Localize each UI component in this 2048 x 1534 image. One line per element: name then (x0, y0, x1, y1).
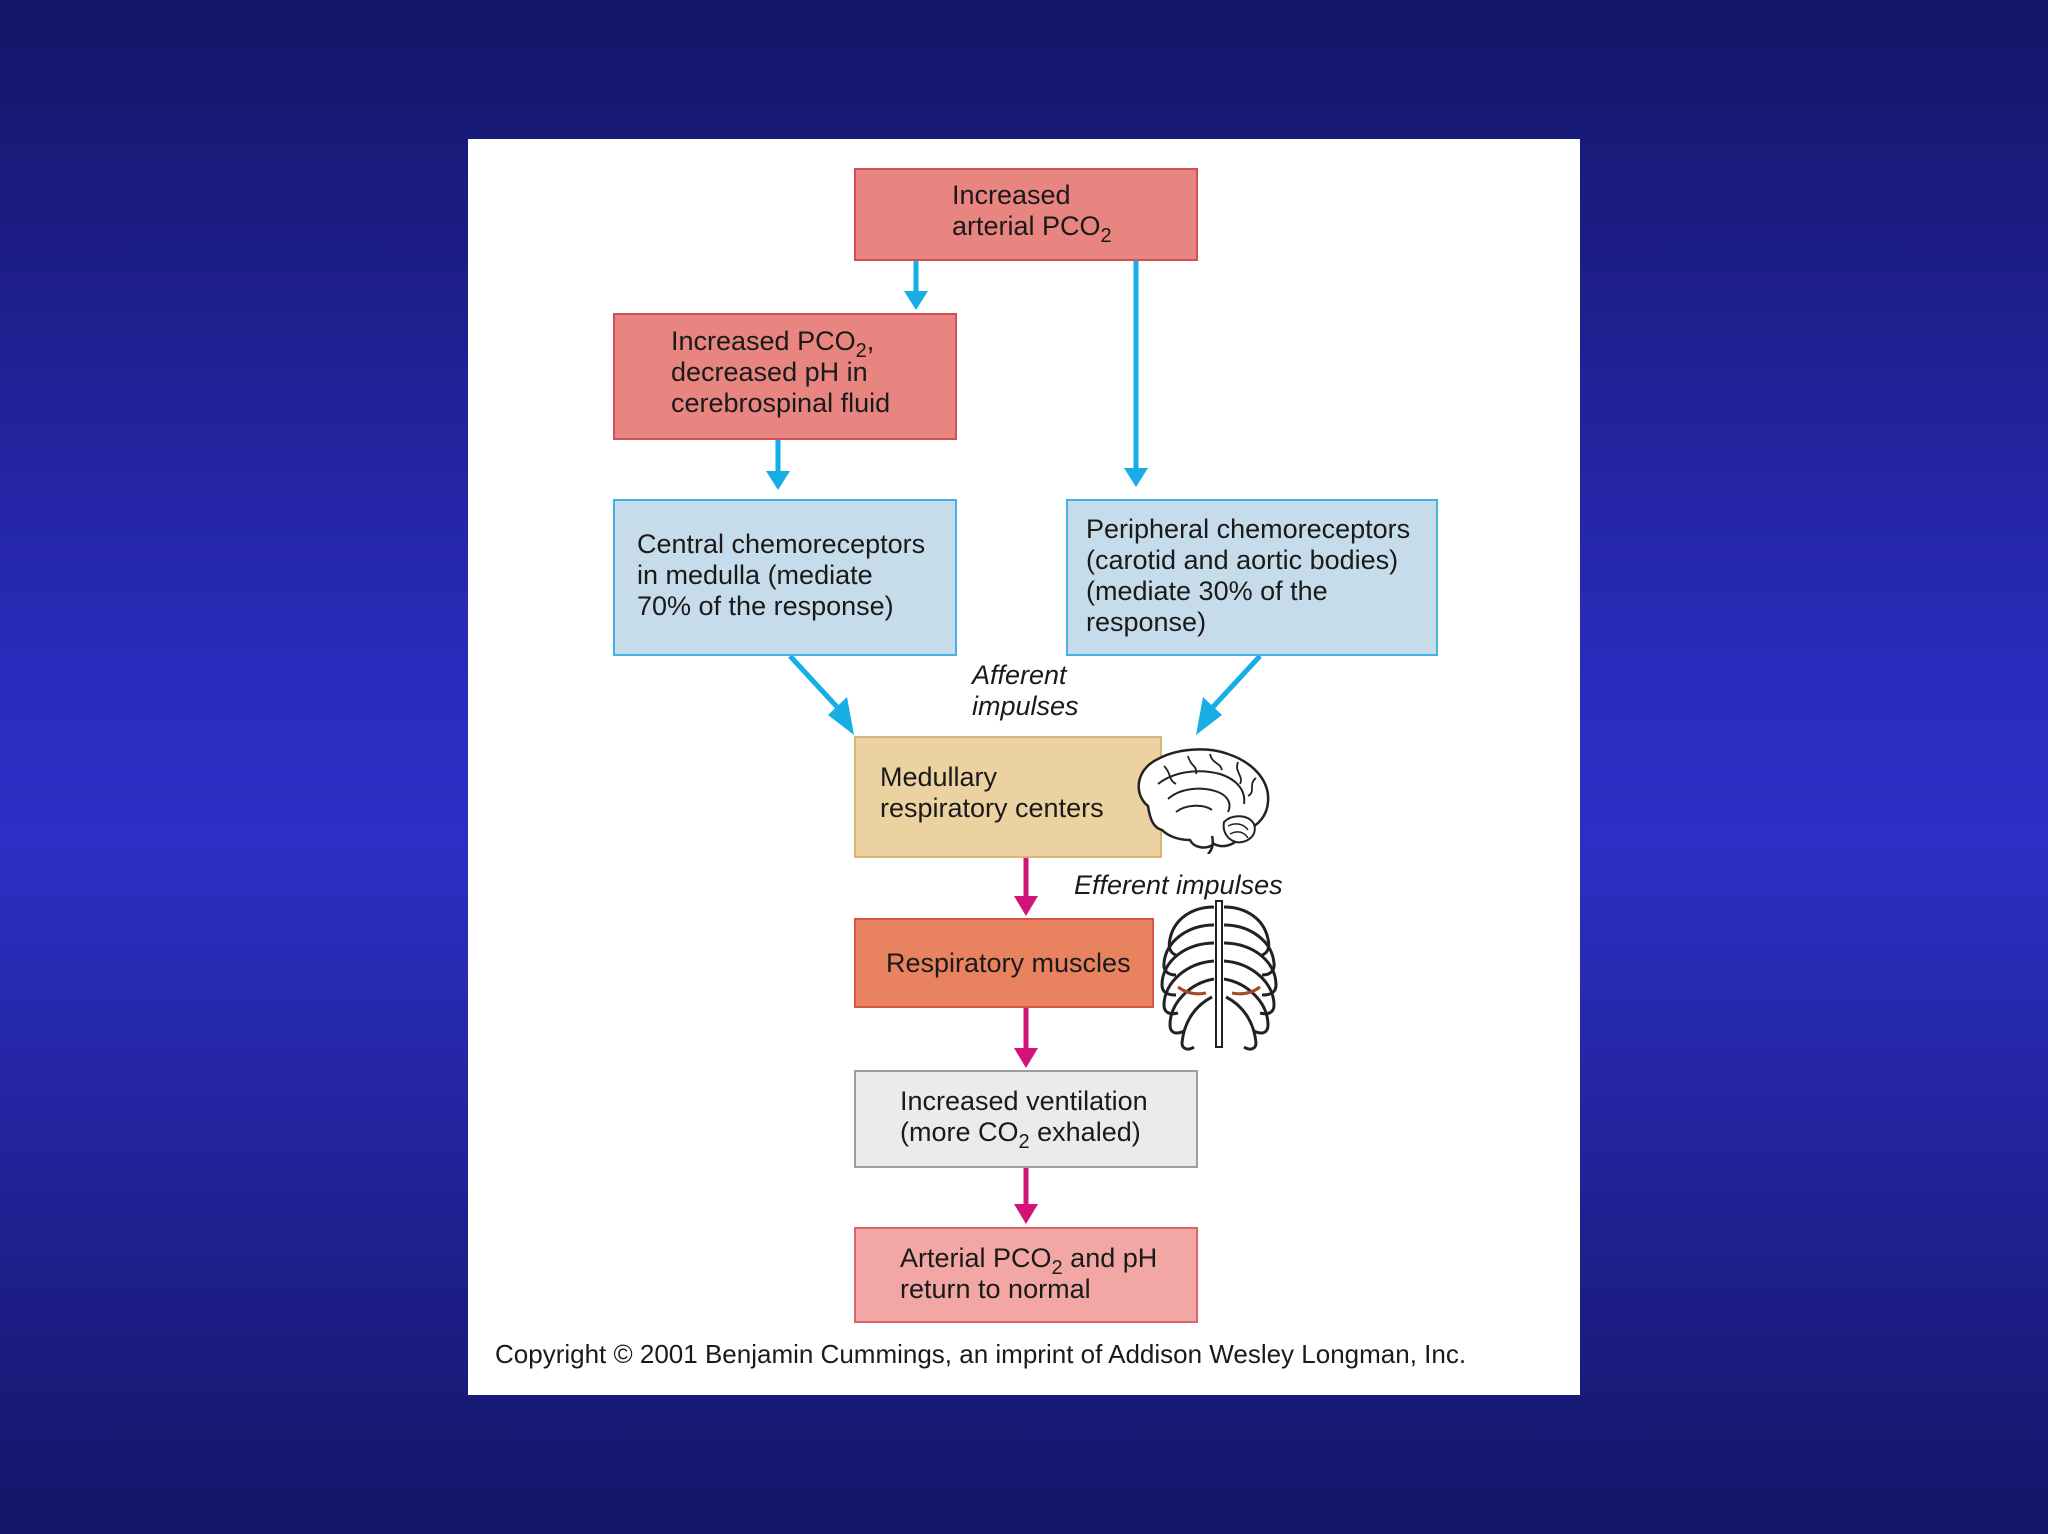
box-text-line: in medulla (mediate (637, 560, 873, 590)
ribcage-icon (1160, 900, 1278, 1051)
copyright-notice: Copyright © 2001 Benjamin Cummings, an i… (495, 1339, 1467, 1369)
box-text-line: Increased ventilation (900, 1086, 1148, 1116)
box-medullary-respiratory-centers: Medullary respiratory centers (854, 736, 1162, 858)
box-text-line: (more CO2 exhaled) (900, 1117, 1141, 1153)
box-return-to-normal: Arterial PCO2 and pH return to normal (854, 1227, 1198, 1323)
box-text-line: (mediate 30% of the (1086, 576, 1328, 606)
box-text-line: Medullary (880, 762, 998, 792)
box-text-line: 70% of the response) (637, 591, 894, 621)
box-central-chemoreceptors: Central chemoreceptors in medulla (media… (613, 499, 957, 656)
box-increased-arterial-pco2: Increased arterial PCO2 (854, 168, 1198, 261)
arrow-peripheral-to-medullary (1210, 654, 1262, 710)
box-text-line: return to normal (900, 1274, 1091, 1304)
box-text-line: (carotid and aortic bodies) (1086, 545, 1399, 575)
box-text-line: Central chemoreceptors (637, 529, 926, 559)
box-text-line: Increased (952, 180, 1071, 210)
box-text-line: decreased pH in (671, 357, 868, 387)
label-line: Afferent (972, 660, 1067, 690)
arrow-central-to-medullary (788, 654, 840, 710)
box-peripheral-chemoreceptors: Peripheral chemoreceptors (carotid and a… (1066, 499, 1438, 656)
box-csf-change: Increased PCO2, decreased pH in cerebros… (613, 313, 957, 440)
box-text-line: arterial PCO2 (952, 211, 1112, 247)
afferent-impulses-label: Afferent impulses (972, 660, 1079, 722)
box-increased-ventilation: Increased ventilation (more CO2 exhaled) (854, 1070, 1198, 1168)
efferent-impulses-label: Efferent impulses (1074, 870, 1283, 900)
box-text-line: cerebrospinal fluid (671, 388, 891, 418)
box-text-line: Arterial PCO2 and pH (900, 1243, 1158, 1279)
box-respiratory-muscles: Respiratory muscles (854, 918, 1154, 1008)
box-text-line: Peripheral chemoreceptors (1086, 514, 1411, 544)
box-text-line: Respiratory muscles (886, 948, 1131, 978)
box-text-line: Increased PCO2, (671, 326, 875, 362)
box-text-line: respiratory centers (880, 793, 1104, 823)
label-line: impulses (972, 691, 1079, 721)
afferent-arrows (766, 241, 1262, 735)
box-text-line: response) (1086, 607, 1207, 637)
brain-icon (1137, 748, 1270, 854)
diagram-panel: Increased arterial PCO2 Increased PCO2, … (468, 139, 1580, 1395)
